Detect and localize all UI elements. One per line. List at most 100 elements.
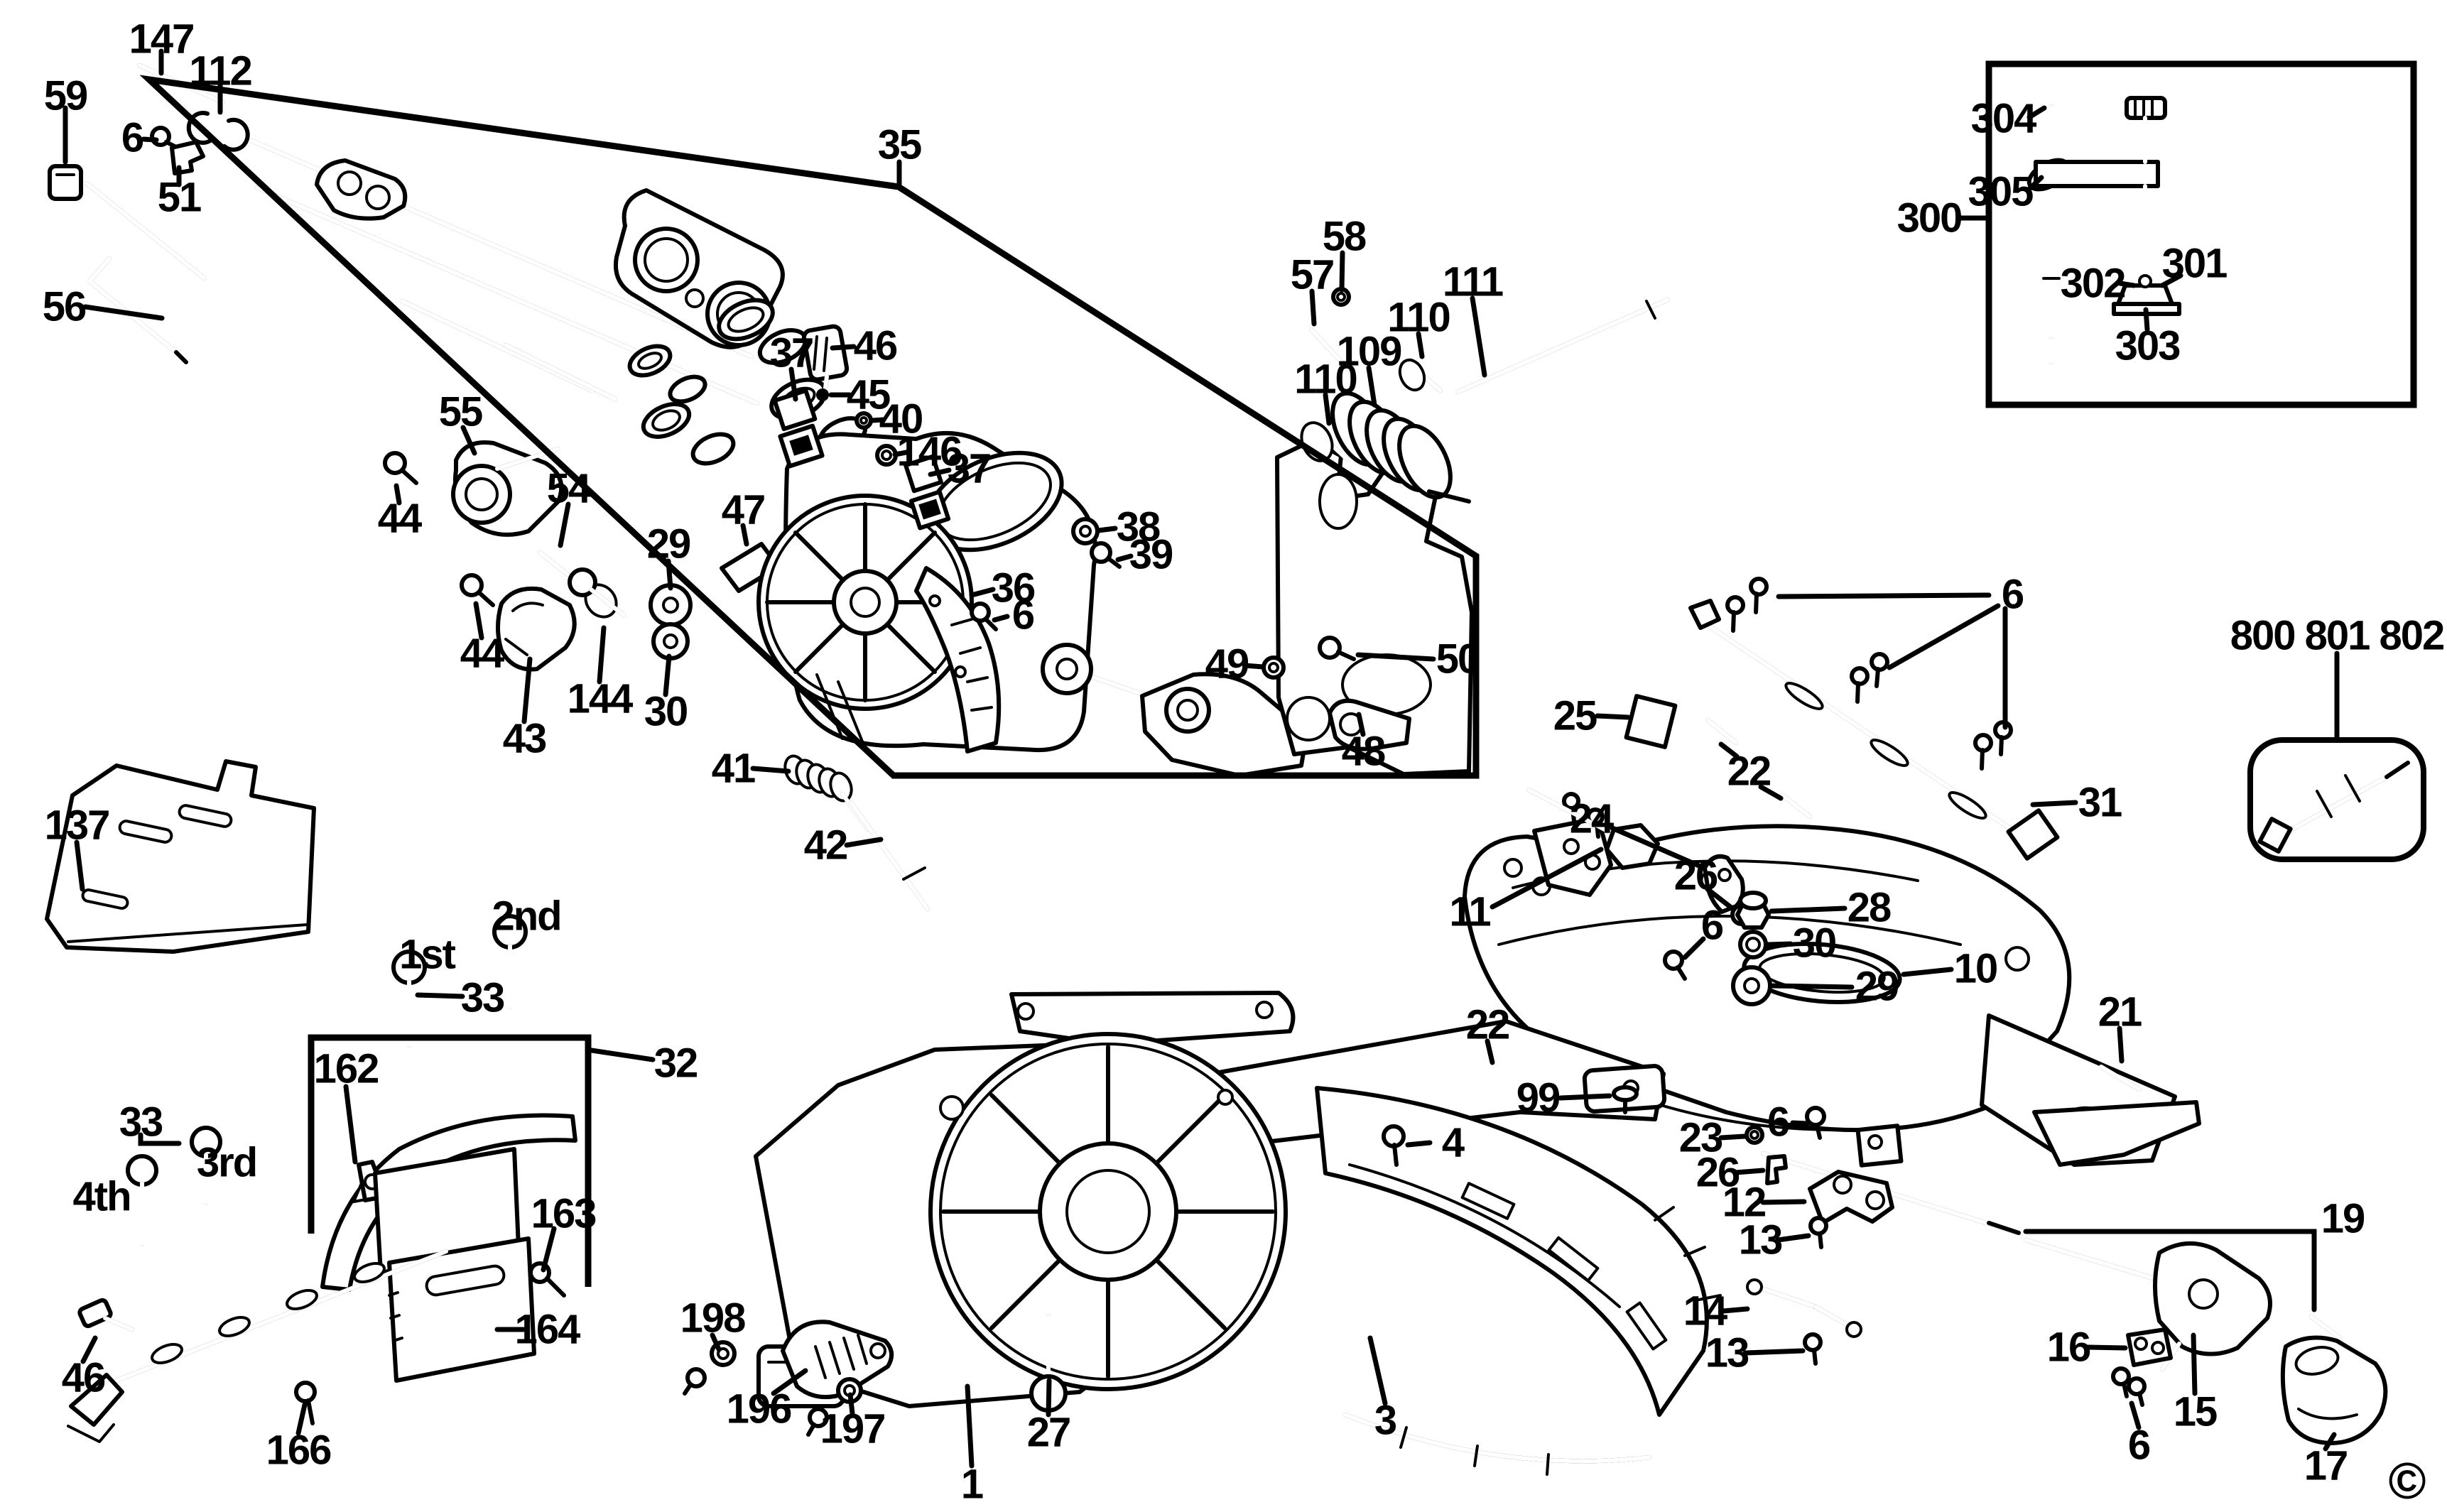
part-56-hex-key-sketch <box>87 256 188 364</box>
pin-21-sketch <box>2099 1065 2142 1092</box>
leader-line-68 <box>1742 1348 1806 1356</box>
part-label-38-26: 38 <box>1117 504 1160 550</box>
leader-line-55 <box>1766 941 1794 947</box>
leader-line-48 <box>1595 713 1631 720</box>
screw-4th-sketch <box>126 1154 158 1246</box>
screw-6-hinge-sketch <box>1663 950 1687 981</box>
fence-plate-137-sketch <box>45 759 316 954</box>
leader-line-14 <box>663 653 672 697</box>
part-label-19-66: 19 <box>2321 1196 2365 1242</box>
leader-line-74 <box>710 1332 722 1352</box>
detent-casting-15-sketch <box>2153 1241 2272 1371</box>
leader-line-44 <box>1776 592 1992 599</box>
leader-line-85 <box>138 1132 182 1146</box>
part-label-166-88: 166 <box>266 1427 332 1474</box>
leader-line-49 <box>1718 741 1740 759</box>
leader-line-7 <box>460 425 477 456</box>
sticker-25-sketch <box>1624 694 1678 749</box>
cam-43-sketch <box>496 586 577 672</box>
fork-arm-sketch <box>2024 1100 2201 1280</box>
leader-line-54 <box>1769 905 1848 914</box>
leader-line-11 <box>521 656 533 724</box>
part-label-57-28: 57 <box>1291 252 1334 298</box>
part-label-39-27: 39 <box>1129 532 1173 578</box>
screw-44-upper-sketch <box>383 451 418 485</box>
part-label-112-1: 112 <box>189 48 251 94</box>
part-label-46-87: 46 <box>62 1355 105 1401</box>
leader-line-82 <box>415 992 465 999</box>
washer-198-sketch <box>683 1340 737 1396</box>
washer-29-right-sketch <box>1731 965 1772 1006</box>
part-label-1st-80: 1st <box>399 932 456 978</box>
screw-3rd-sketch <box>190 1126 222 1205</box>
part-label-110-33: 110 <box>1294 357 1357 403</box>
leader-line-57 <box>1682 936 1706 960</box>
part-label-109-32: 109 <box>1337 329 1402 375</box>
part-label-12-62: 12 <box>1722 1180 1766 1226</box>
pin-57-sketch <box>1309 327 1352 373</box>
screw-6-under-36-sketch <box>970 602 998 631</box>
part-label-800-801-802-43: 800 801 802 <box>2230 613 2444 659</box>
part-label-49-34: 49 <box>1205 641 1249 687</box>
part-label-31-45: 31 <box>2078 780 2122 826</box>
screw-39-sketch <box>1090 541 1122 569</box>
part-label-40-21: 40 <box>879 396 923 442</box>
part-label-164-90: 164 <box>515 1307 581 1353</box>
leader-line-35 <box>1355 652 1436 662</box>
leader-line-31 <box>1416 331 1425 359</box>
leader-line-40 <box>2117 281 2137 288</box>
bolt-11-sketch <box>1526 788 1660 870</box>
knob-17-sketch <box>2280 1335 2388 1445</box>
washer-58-sketch <box>1331 287 1351 307</box>
part-label-22-55: 22 <box>1466 1002 1509 1048</box>
washer-30-sketch <box>651 622 690 660</box>
leader-line-76 <box>847 1392 855 1416</box>
part-label-197-73: 197 <box>820 1406 885 1452</box>
group-32-box <box>308 1034 592 1287</box>
leader-line-70 <box>2085 1344 2128 1351</box>
screw-44-lower-sketch <box>460 573 495 607</box>
part-label-13-65: 13 <box>1705 1330 1749 1376</box>
link-14-sketch <box>1746 1278 1862 1338</box>
leader-line-16 <box>750 766 791 774</box>
part-label-33-81: 33 <box>461 975 504 1021</box>
inset-300-box <box>1985 60 2417 408</box>
part-label-35-6: 35 <box>878 122 921 168</box>
part-label-110-31: 110 <box>1387 295 1450 341</box>
part-label-29-13: 29 <box>647 521 690 567</box>
leader-line-58 <box>1485 1038 1495 1065</box>
part-label-111-30: 111 <box>1443 259 1503 305</box>
leader-line-69 <box>2023 1229 2317 1312</box>
part-label-22-47: 22 <box>1727 749 1771 795</box>
leader-line-71 <box>2191 1332 2198 1396</box>
spring-109-sketch <box>1330 391 1471 504</box>
bolt-144-sketch <box>568 567 626 617</box>
leader-line-61 <box>1558 1093 1612 1101</box>
clamp-196-sketch <box>781 1320 894 1400</box>
leader-line-19 <box>830 344 857 351</box>
part-label-36-24: 36 <box>992 565 1035 611</box>
leader-line-88 <box>541 1226 557 1273</box>
clip-26-depth-sketch <box>1765 1154 1788 1185</box>
leader-line-72 <box>2129 1400 2142 1430</box>
screw-13-lower-sketch <box>1803 1332 1823 1366</box>
part-label-6-54: 6 <box>1701 903 1723 949</box>
part-label-6-25: 6 <box>1012 592 1034 638</box>
part-label-30-52: 30 <box>1793 920 1836 967</box>
leader-line-10 <box>473 601 484 641</box>
part-label-26-49: 26 <box>1674 853 1718 899</box>
part-label-29-53: 29 <box>1855 964 1899 1010</box>
oring-49-sketch <box>1262 656 1286 680</box>
part-label-163-89: 163 <box>531 1191 597 1237</box>
leader-line-86 <box>80 1335 98 1364</box>
leader-line-87 <box>295 1402 308 1436</box>
part-label-28-51: 28 <box>1848 885 1891 931</box>
leader-line-32 <box>1366 365 1377 408</box>
part-label-6-69: 6 <box>2128 1423 2150 1469</box>
leader-line-47 <box>2030 800 2078 807</box>
leader-line-64 <box>1733 1168 1766 1175</box>
washer-38-sketch <box>1071 517 1100 545</box>
lower-fence-bar-sketch <box>67 1249 448 1443</box>
rail-assembly-sketch <box>249 138 785 406</box>
part-label-162-82: 162 <box>314 1046 379 1092</box>
